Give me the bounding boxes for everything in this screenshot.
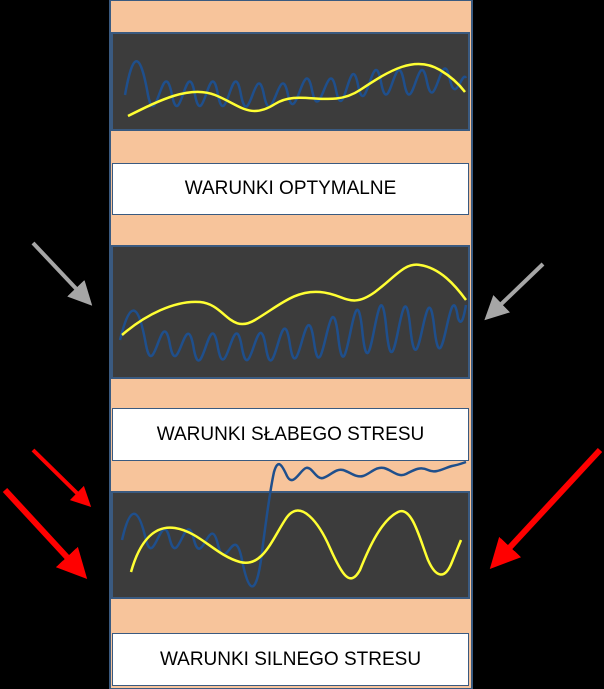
weak-stress-arrow-left [31, 241, 93, 306]
strong-stress-arrow-left-lower [2, 487, 88, 580]
panel-label-optimal: WARUNKI OPTYMALNE [112, 163, 469, 215]
strong-stress-arrow-left-upper [31, 448, 92, 508]
panel-label-weak-stress: WARUNKI SŁABEGO STRESU [112, 408, 469, 461]
membrane-band [112, 218, 469, 244]
yellow-slow-wave [127, 62, 466, 118]
yellow-slow-wave [129, 509, 463, 580]
membrane-band [112, 2, 469, 30]
yellow-slow-wave [121, 263, 468, 336]
membrane-band [112, 601, 469, 629]
panel-label-strong-stress: WARUNKI SILNEGO STRESU [112, 633, 469, 686]
membrane-band [112, 464, 469, 490]
blue-fast-wave [118, 304, 468, 362]
membrane-band [112, 132, 469, 160]
weak-stress-arrow-right [484, 262, 545, 321]
panel-strong-stress [111, 491, 470, 599]
blue-fast-wave [120, 460, 467, 588]
membrane-band [112, 380, 469, 406]
panel-optimal [111, 32, 470, 131]
strong-stress-arrow-right [489, 447, 603, 570]
panel-weak-stress [111, 245, 470, 379]
